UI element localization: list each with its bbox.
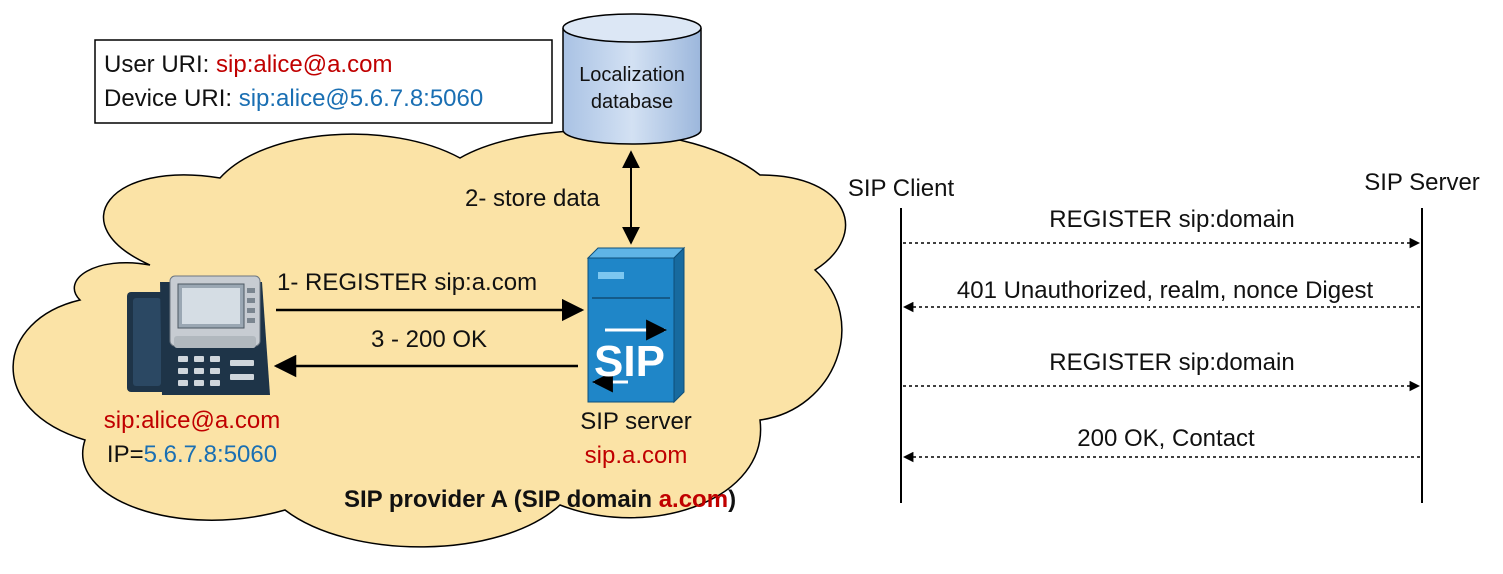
svg-text:SIP provider A (SIP domain a.c: SIP provider A (SIP domain a.com) (344, 486, 736, 513)
localization-database: Localization database (562, 13, 702, 145)
svg-text:IP=5.6.7.8:5060: IP=5.6.7.8:5060 (107, 441, 277, 468)
server-domain: sip.a.com (585, 442, 688, 469)
phone-ip-value: 5.6.7.8:5060 (144, 441, 277, 468)
provider-domain: a.com (659, 486, 728, 513)
user-uri-label: User URI: (104, 51, 216, 78)
sip-server-icon: SIP (586, 246, 686, 404)
device-uri-label: Device URI: (104, 85, 239, 112)
svg-text:User URI: sip:alice@a.com: User URI: sip:alice@a.com (104, 51, 392, 78)
ok-label: 3 - 200 OK (371, 326, 487, 353)
database-label-line2: database (591, 91, 673, 113)
database-label-line1: Localization (579, 64, 685, 86)
sip-logo-text: SIP (594, 337, 665, 386)
provider-label-suffix: ) (728, 486, 736, 513)
store-data-label: 2- store data (465, 185, 600, 212)
user-uri-value: sip:alice@a.com (216, 51, 392, 78)
sip-server-label: SIP Server (1364, 169, 1480, 196)
svg-text:Device URI: sip:alice@5.6.7.8:: Device URI: sip:alice@5.6.7.8:5060 (104, 85, 483, 112)
server-name: SIP server (580, 408, 692, 435)
ip-phone-icon (127, 275, 270, 395)
message-label-4: 200 OK, Contact (1077, 425, 1255, 452)
phone-ip-label: IP= (107, 441, 144, 468)
provider-label-prefix: SIP provider A (SIP domain (344, 486, 659, 513)
register-label: 1- REGISTER sip:a.com (277, 269, 537, 296)
device-uri-value: sip:alice@5.6.7.8:5060 (239, 85, 484, 112)
uri-info-box (94, 39, 553, 124)
message-label-1: REGISTER sip:domain (1049, 206, 1294, 233)
message-label-2: 401 Unauthorized, realm, nonce Digest (957, 277, 1374, 304)
message-label-3: REGISTER sip:domain (1049, 349, 1294, 376)
sip-client-label: SIP Client (848, 175, 955, 202)
phone-uri: sip:alice@a.com (104, 407, 280, 434)
